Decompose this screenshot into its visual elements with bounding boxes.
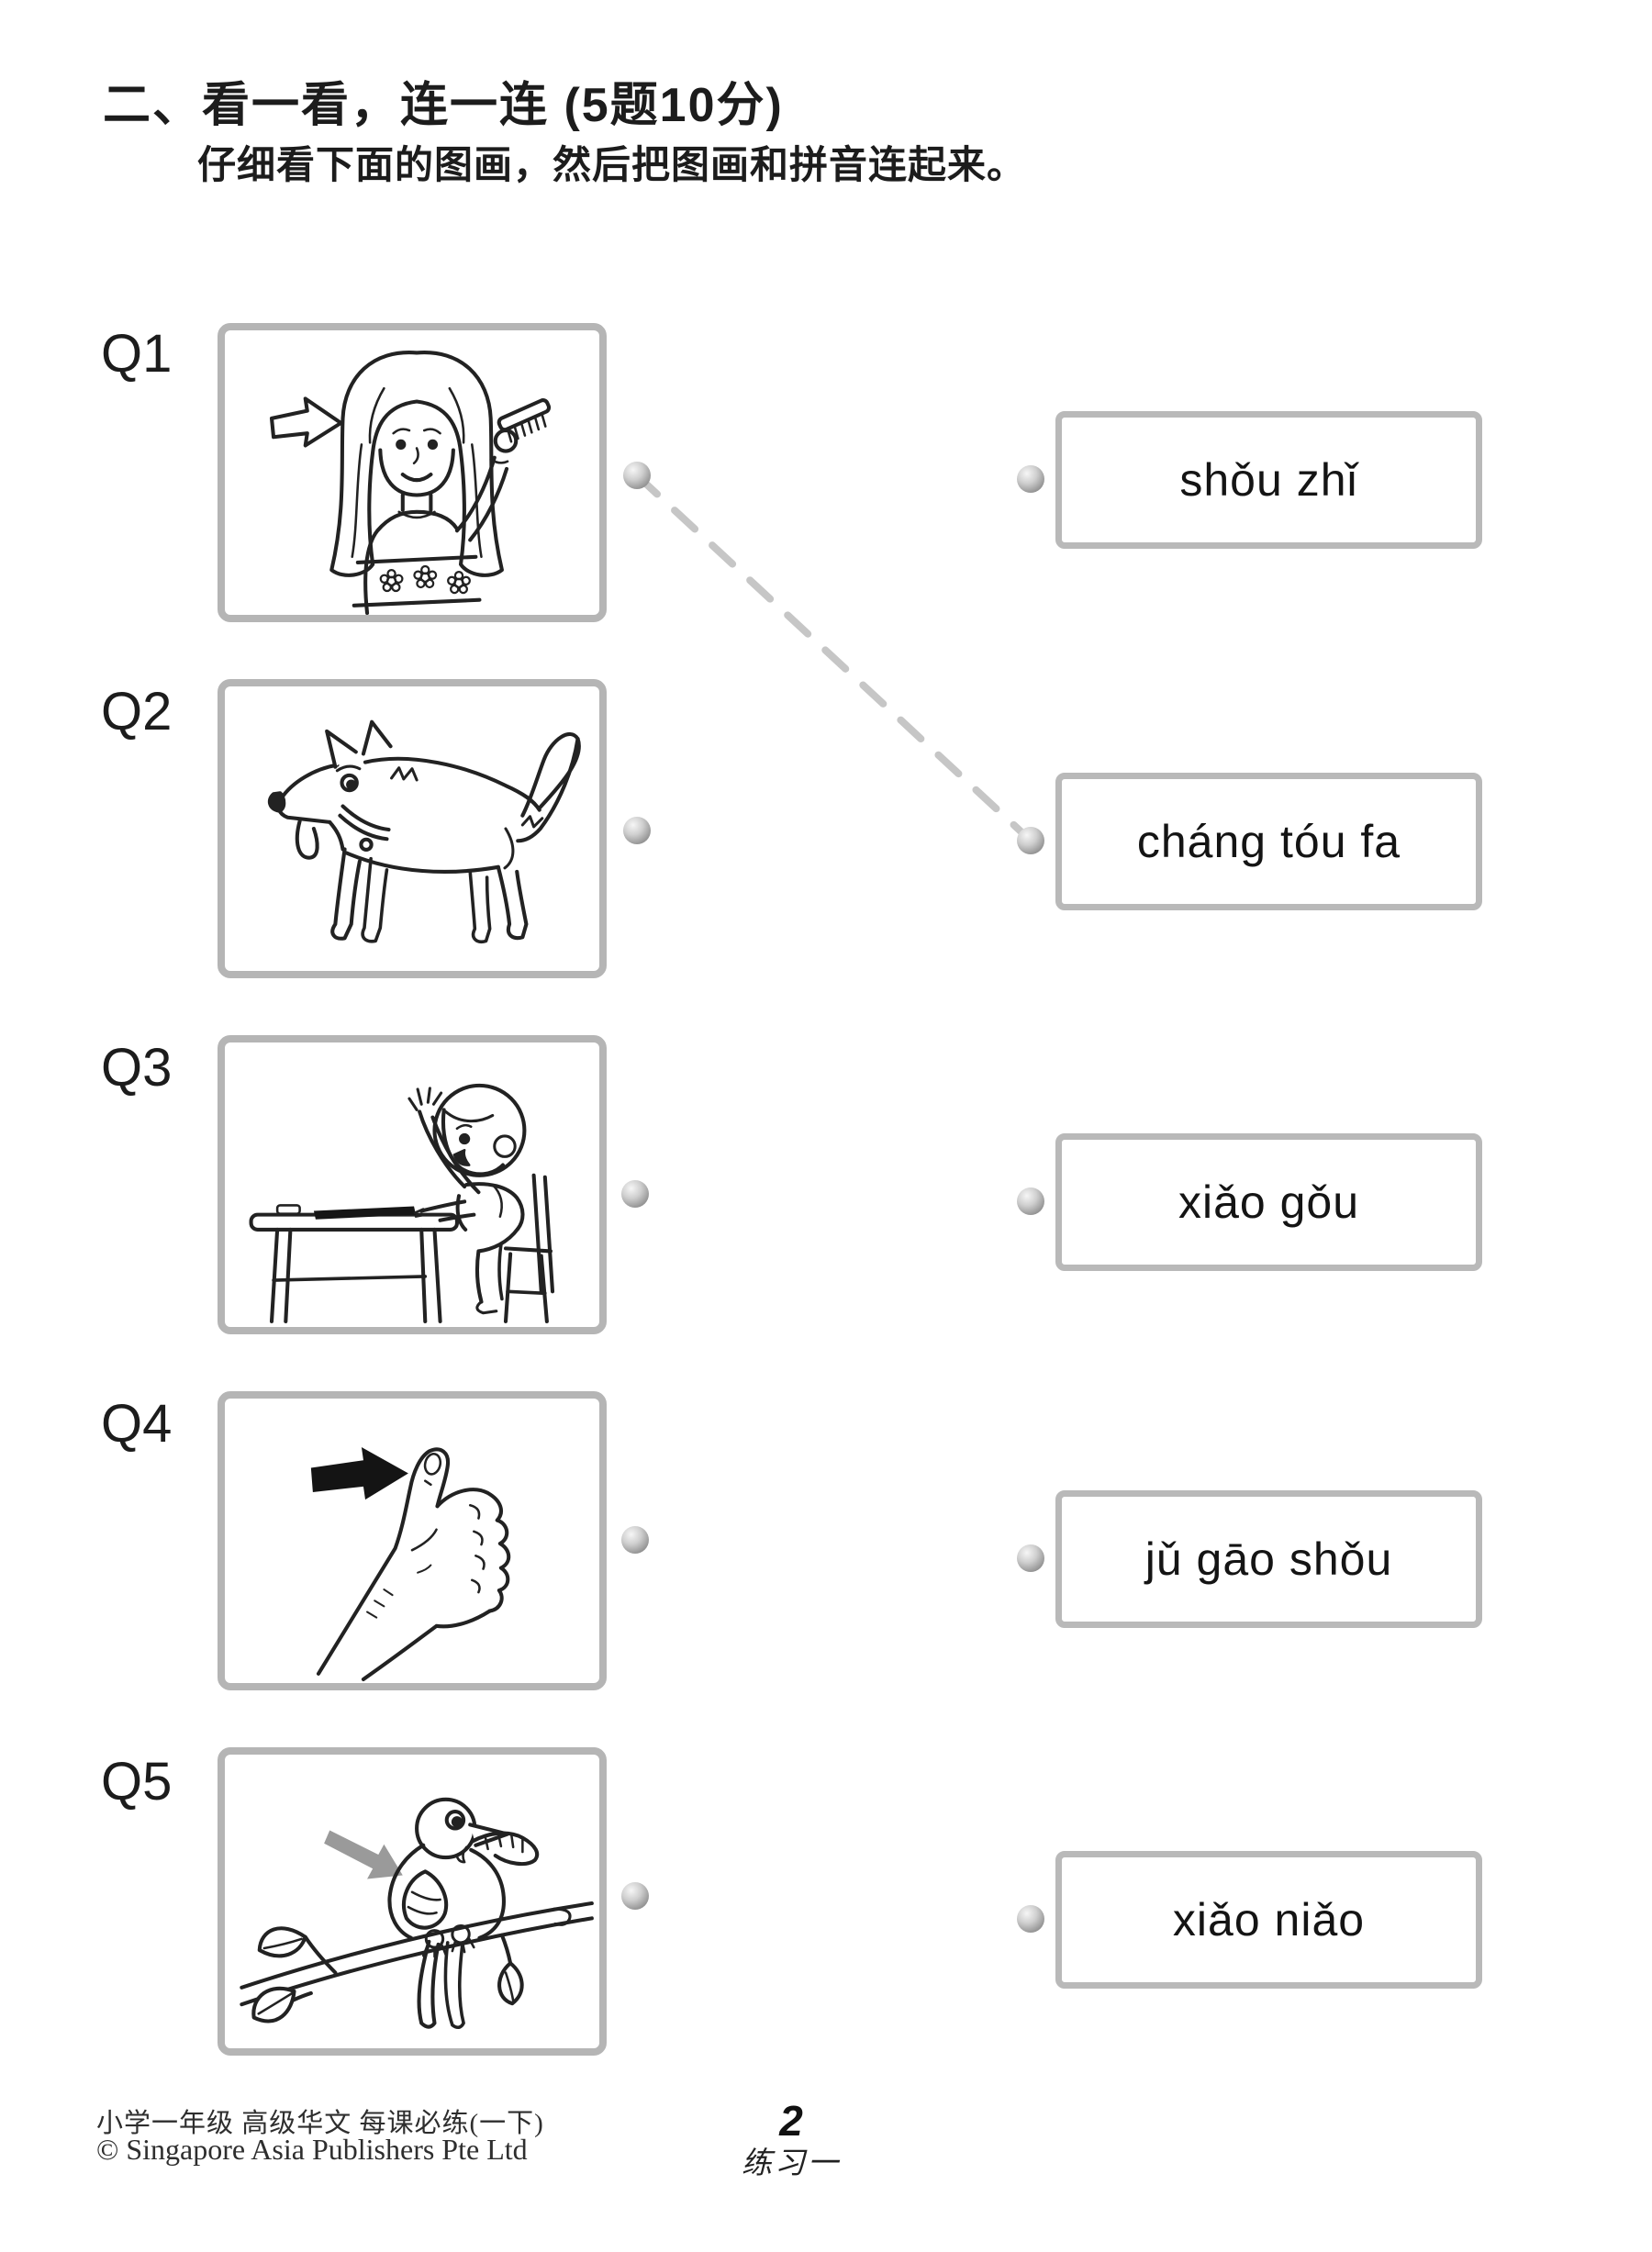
section-title: 二、看一看，连一连 (5题10分)	[103, 79, 784, 132]
question-label-q2: Q2	[101, 682, 173, 741]
footer-exercise-label: 练习一	[742, 2147, 841, 2180]
answer-box-1: shǒu zhǐ	[1055, 411, 1482, 549]
answer-dot-4	[1017, 1544, 1044, 1572]
q1-connector-dot	[623, 462, 651, 489]
footer-book-info: 小学一年级 高级华文 每课必练(一下)	[96, 2109, 544, 2138]
q2-picture-frame	[218, 679, 607, 978]
q3-picture-frame	[218, 1035, 607, 1334]
q2-connector-dot	[623, 817, 651, 844]
answer-dot-2	[1017, 827, 1044, 854]
arrow-to-thumb-icon	[310, 1447, 408, 1500]
answer-box-2: cháng tóu fa	[1055, 773, 1482, 910]
bird-on-branch-illustration	[240, 1797, 594, 2030]
book-on-desk	[313, 1206, 417, 1220]
answer-pinyin-4: jǔ gāo shǒu	[1144, 1533, 1393, 1585]
girl-combing-long-hair-illustration	[269, 351, 552, 615]
child-raising-hand-at-desk-illustration	[249, 1083, 555, 1323]
answer-dot-1	[1017, 465, 1044, 493]
puppy-dog-illustration	[267, 719, 581, 943]
q3-connector-dot	[621, 1180, 649, 1208]
question-label-q4: Q4	[101, 1394, 173, 1454]
answer-dot-3	[1017, 1187, 1044, 1215]
footer-copyright: © Singapore Asia Publishers Pte Ltd	[96, 2133, 528, 2166]
answer-pinyin-1: shǒu zhǐ	[1179, 454, 1358, 506]
question-label-q3: Q3	[101, 1038, 173, 1098]
arrow-to-bird-icon	[324, 1830, 403, 1879]
question-label-q5: Q5	[101, 1752, 173, 1812]
answer-box-5: xiǎo niǎo	[1055, 1851, 1482, 1989]
arrow-to-hair-icon	[269, 396, 343, 448]
q5-connector-dot	[621, 1882, 649, 1910]
footer-page-number: 2	[779, 2097, 803, 2145]
answer-dot-5	[1017, 1905, 1044, 1933]
q1-picture-frame	[218, 323, 607, 622]
q4-picture-frame	[218, 1391, 607, 1690]
q5-picture-frame	[218, 1747, 607, 2056]
question-label-q1: Q1	[101, 324, 173, 384]
instruction-text: 仔细看下面的图画，然后把图画和拼音连起来。	[197, 143, 1027, 186]
answer-box-3: xiǎo gǒu	[1055, 1133, 1482, 1271]
answer-pinyin-5: xiǎo niǎo	[1172, 1894, 1366, 1945]
q4-connector-dot	[621, 1526, 649, 1554]
answer-pinyin-2: cháng tóu fa	[1136, 816, 1401, 867]
answer-box-4: jǔ gāo shǒu	[1055, 1490, 1482, 1628]
answer-pinyin-3: xiǎo gǒu	[1178, 1176, 1360, 1228]
thumbs-up-hand-illustration	[310, 1447, 511, 1681]
